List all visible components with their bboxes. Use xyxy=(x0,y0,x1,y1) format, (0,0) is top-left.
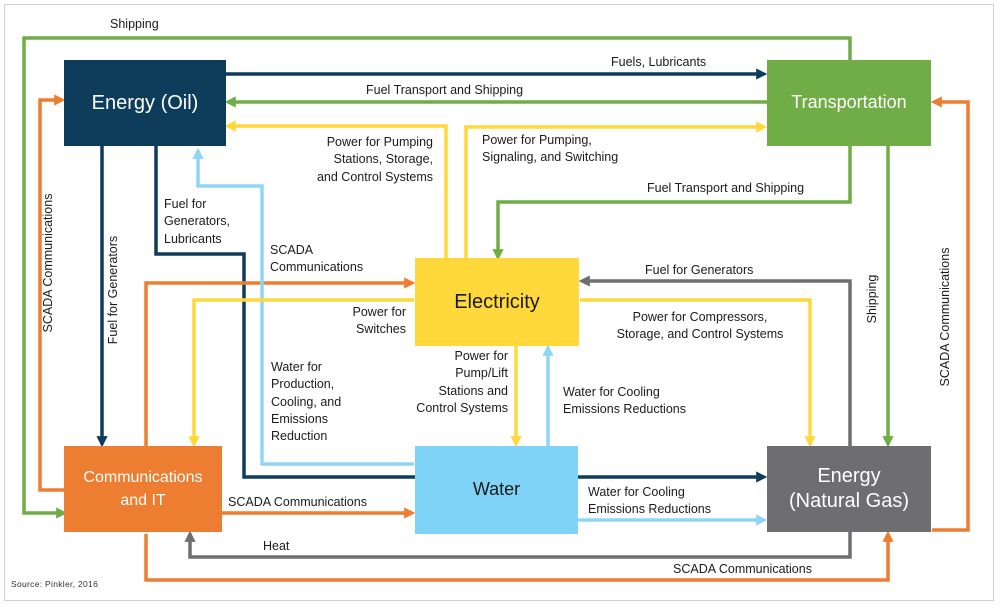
node-electricity-label: Electricity xyxy=(454,291,540,313)
label-scada-comms-water: SCADA Communications xyxy=(228,495,367,509)
label-fuel-generators-vertical: Fuel for Generators xyxy=(106,235,120,345)
arrow-scada-bottom xyxy=(144,530,894,582)
label-water-cooling-elec: Water for Cooling Emissions Reductions xyxy=(563,385,686,417)
label-fuel-generators-lubricants: Fuel for Generators, Lubricants xyxy=(164,197,231,246)
node-transportation-label: Transportation xyxy=(791,92,907,113)
label-power-pump-lift: Power for Pump/Lift Stations and Control… xyxy=(416,349,508,415)
label-power-pumping-trans: Power for Pumping, Signaling, and Switch… xyxy=(482,133,619,165)
arrow-scada-left xyxy=(38,94,66,492)
arrow-power-compressors xyxy=(580,298,816,448)
label-scada-bottom: SCADA Communications xyxy=(673,562,812,576)
arrow-power-pumping-oil xyxy=(224,120,448,258)
label-fuel-transport-mid: Fuel Transport and Shipping xyxy=(647,181,805,195)
source-credit: Source: Pinkler, 2016 xyxy=(11,579,99,589)
label-power-pumping-oil: Power for Pumping Stations, Storage, and… xyxy=(316,135,433,184)
node-transportation: Transportation xyxy=(767,60,931,146)
node-energy-natural-gas-label: Energy (Natural Gas) xyxy=(788,465,910,512)
label-shipping-vertical: Shipping xyxy=(865,274,879,324)
arrow-heat xyxy=(184,530,852,559)
label-water-production: Water for Production, Cooling, and Emiss… xyxy=(271,360,342,443)
label-fuel-transport-top: Fuel Transport and Shipping xyxy=(366,83,524,97)
label-power-switches: Power for Switches xyxy=(352,305,407,337)
node-water-label: Water xyxy=(472,479,521,500)
label-scada-left-vertical: SCADA Communications xyxy=(41,193,55,333)
arrow-scada-comms-elec xyxy=(144,277,416,446)
arrow-power-switches xyxy=(188,298,414,448)
label-power-compressors: Power for Compressors, Storage, and Cont… xyxy=(616,310,784,342)
arrow-shipping-top xyxy=(22,36,852,519)
node-communications-it: Communications and IT xyxy=(64,446,222,532)
node-water: Water xyxy=(415,446,578,534)
label-fuel-generators-gas: Fuel for Generators xyxy=(645,263,754,277)
label-scada-right-vertical: SCADA Communications xyxy=(938,247,952,387)
label-heat: Heat xyxy=(263,539,290,553)
arrow-power-pumping-trans xyxy=(464,121,768,258)
arrow-fuel-generators-gas xyxy=(578,275,852,446)
arrow-scada-right xyxy=(930,96,970,532)
node-electricity: Electricity xyxy=(415,258,579,346)
label-scada-comms-elec: SCADA Communications xyxy=(270,243,364,275)
label-fuels-lubricants: Fuels, Lubricants xyxy=(611,55,707,69)
node-energy-oil: Energy (Oil) xyxy=(64,60,226,146)
label-water-cooling-gas: Water for Cooling Emissions Reductions xyxy=(588,485,711,517)
node-communications-it-label: Communications and IT xyxy=(83,468,203,509)
label-shipping-top: Shipping xyxy=(110,17,159,31)
diagram-frame xyxy=(4,4,994,601)
node-energy-oil-label: Energy (Oil) xyxy=(91,92,199,114)
arrow-fuel-transport-mid xyxy=(492,144,852,261)
arrow-water-production xyxy=(192,147,414,466)
node-energy-natural-gas: Energy (Natural Gas) xyxy=(767,446,931,532)
